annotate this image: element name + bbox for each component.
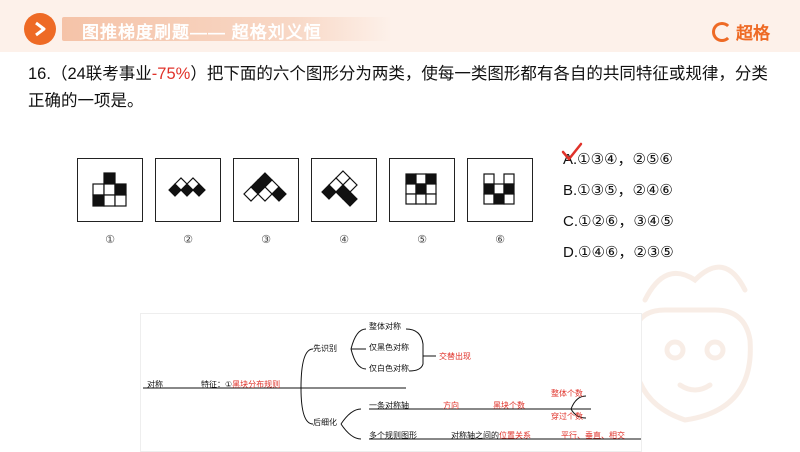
figure-label-4: ④ (339, 234, 349, 246)
mind-map-feature-highlight: 黑块分布规则 (232, 380, 281, 389)
mascot-watermark-icon (631, 264, 753, 423)
mind-map-white-sym: 仅白色对称 (369, 364, 409, 373)
figure-5 (389, 158, 455, 222)
brand-name: 超格 (736, 24, 770, 43)
figure-6-shape (483, 173, 515, 205)
mind-map-axis-relation: 对称轴之间的位置关系 (451, 430, 531, 441)
title-banner (62, 17, 392, 41)
figure-1-shape (92, 172, 127, 207)
play-logo-icon (24, 13, 56, 45)
mind-map-then-refine: 后细化 (313, 418, 337, 427)
option-d-label: D.①④⑥，②③⑤ (563, 244, 674, 261)
figure-3-shape (243, 172, 287, 202)
mind-map-cross-count: 穿过个数 (551, 412, 583, 421)
header-title: 图推梯度刷题—— 超格刘义恒 (82, 23, 322, 42)
mind-map-black-count: 黑块个数 (493, 401, 525, 410)
mind-map-feature-prefix: 特征：① (201, 380, 233, 389)
mind-map-one-axis: 一条对称轴 (369, 401, 409, 410)
option-b-label: B.①③⑤，②④⑥ (563, 182, 673, 199)
mind-map-relations: 平行、垂直、相交 (561, 431, 625, 440)
option-a-label: A.①③④，②⑤⑥ (563, 151, 673, 168)
mind-map-alternate: 交替出现 (439, 352, 471, 361)
option-b[interactable]: B.①③⑤，②④⑥ (563, 179, 674, 210)
question-text: 16.（24联考事业-75%）把下面的六个图形分为两类，使每一类图形都有各自的共… (28, 61, 778, 115)
figure-4 (311, 158, 377, 222)
figure-label-3: ③ (261, 234, 271, 246)
brand-g-icon (712, 21, 732, 42)
mind-map-axis-relation-prefix: 对称轴之间的 (451, 431, 499, 440)
checkmark-icon (561, 142, 583, 161)
mind-map-black-sym: 仅黑色对称 (369, 343, 409, 352)
figure-2 (155, 158, 221, 222)
mind-map: 对称 特征：①黑块分布规则 先识别 整体对称 仅黑色对称 仅白色对称 交替出现 … (140, 313, 642, 452)
figure-6 (467, 158, 533, 222)
brand-logo: 超格 (712, 19, 770, 44)
question-rate: -75% (151, 65, 191, 83)
figure-1 (77, 158, 143, 222)
figure-label-5: ⑤ (417, 234, 427, 246)
option-c-label: C.①②⑥，③④⑤ (563, 213, 674, 230)
figure-row (77, 158, 536, 222)
figure-label-2: ② (183, 234, 193, 246)
mind-map-first-identify: 先识别 (313, 344, 337, 353)
mind-map-direction: 方向 (443, 401, 459, 410)
header-bar: 图推梯度刷题—— 超格刘义恒 超格 (0, 0, 800, 52)
figure-4-shape (321, 170, 358, 207)
figure-label-6: ⑥ (495, 234, 505, 246)
answer-options: A.①③④，②⑤⑥ B.①③⑤，②④⑥ C.①②⑥，③④⑤ D.①④⑥，②③⑤ (561, 142, 674, 272)
mind-map-whole-count: 整体个数 (551, 389, 583, 398)
question-source-end: ） (190, 65, 207, 83)
figure-3 (233, 158, 299, 222)
mind-map-feature: 特征：①黑块分布规则 (201, 379, 280, 390)
figure-5-shape (405, 173, 437, 205)
figure-2-shape (168, 177, 206, 197)
mind-map-whole-sym: 整体对称 (369, 322, 401, 331)
question-body: 把下面的六个图形分为两类，使每一类图形都有各自的共同特征或规律，分类正确的一项是… (28, 65, 768, 110)
option-c[interactable]: C.①②⑥，③④⑤ (563, 210, 674, 241)
mind-map-multi-shapes: 多个规则图形 (369, 431, 417, 440)
figure-label-1: ① (105, 234, 115, 246)
mind-map-root: 对称 (147, 380, 163, 389)
option-a[interactable]: A.①③④，②⑤⑥ (561, 142, 674, 179)
mind-map-connectors (143, 328, 641, 440)
option-d[interactable]: D.①④⑥，②③⑤ (563, 241, 674, 272)
mind-map-axis-relation-highlight: 位置关系 (499, 431, 531, 440)
question-source: （24联考事业 (50, 65, 152, 83)
question-number: 16. (28, 65, 51, 83)
